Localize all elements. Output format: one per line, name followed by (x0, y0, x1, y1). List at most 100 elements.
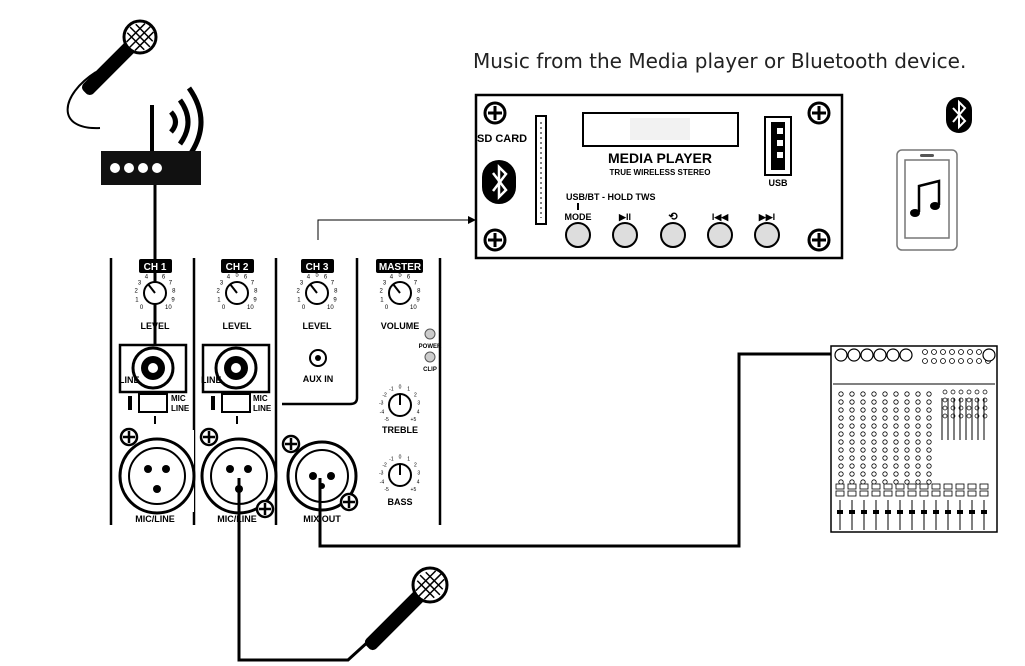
eq-scale-mark: +5 (411, 417, 417, 423)
knob-scale-mark: 7 (169, 280, 173, 286)
power-led-label: POWER (419, 344, 442, 350)
knob-scale-mark: 7 (331, 280, 335, 286)
eq-scale-mark: 3 (417, 401, 420, 407)
bass-knob[interactable] (388, 463, 412, 487)
eq-scale-mark: -1 (389, 457, 394, 463)
knob-scale-mark: 9 (416, 297, 420, 303)
knob-scale-mark: 0 (302, 305, 306, 311)
svg-text:▶II: ▶II (618, 212, 631, 222)
smartphone-icon (896, 149, 958, 251)
caption: Music from the Media player or Bluetooth… (473, 49, 966, 73)
mixer-panel: CH 1 CH 2 CH 3 MASTER (109, 258, 442, 525)
knob-scale-mark: 7 (251, 280, 255, 286)
eq-scale-mark: 2 (414, 392, 417, 398)
ch2-switch-line-label: LINE (253, 404, 272, 413)
screw-icon (119, 427, 139, 447)
master-volume-label: VOLUME (381, 321, 420, 331)
knob-scale-mark: 8 (417, 289, 421, 295)
ch1-mic-line-switch[interactable] (128, 393, 168, 424)
knob-scale-mark: 2 (297, 289, 301, 295)
knob-scale-mark: 1 (297, 297, 301, 303)
screw-icon (483, 228, 507, 252)
ch1-switch-line-label: LINE (171, 404, 190, 413)
ch1-line-label: LINE (119, 375, 140, 385)
eq-scale-mark: -4 (380, 479, 385, 485)
knob-scale-mark: 9 (253, 297, 257, 303)
eq-scale-mark: 4 (417, 409, 420, 415)
eq-scale-mark: -4 (380, 409, 385, 415)
svg-text:CH 3: CH 3 (306, 262, 329, 273)
svg-text:CH 1: CH 1 (144, 262, 167, 273)
ch1-xlr-label: MIC/LINE (135, 514, 175, 524)
play-pause-button[interactable]: ▶II (612, 212, 638, 248)
knob-scale-mark: 0 (222, 305, 226, 311)
knob-scale-mark: 8 (172, 289, 176, 295)
ch2-level-knob[interactable] (225, 281, 249, 305)
svg-text:▶▶I: ▶▶I (758, 212, 775, 222)
aux-in-label: AUX IN (303, 374, 334, 384)
media-player-title: MEDIA PLAYER (608, 150, 712, 166)
ch2-mic-line-switch[interactable] (211, 393, 251, 424)
eq-scale-mark: 4 (417, 479, 420, 485)
knob-scale-mark: 2 (135, 289, 139, 295)
svg-text:MASTER: MASTER (379, 262, 422, 273)
screw-icon (199, 427, 219, 447)
repeat-button[interactable]: ⟲ (660, 211, 686, 248)
previous-button[interactable]: I◀◀ (707, 212, 733, 248)
svg-text:MODE: MODE (565, 212, 592, 222)
mix-out-label: MIX OUT (303, 514, 341, 524)
knob-scale-mark: 2 (380, 289, 384, 295)
usb-port (764, 116, 792, 176)
screw-icon (339, 492, 359, 512)
sd-card-label: SD CARD (477, 133, 527, 145)
screw-icon (281, 434, 301, 454)
knob-scale-mark: 5 (398, 273, 402, 279)
ch2-level-label: LEVEL (222, 321, 252, 331)
mix-out-xlr[interactable] (286, 440, 358, 512)
treble-label: TREBLE (382, 425, 418, 435)
knob-scale-mark: 0 (140, 305, 144, 311)
knob-scale-mark: 2 (217, 289, 221, 295)
ch2-xlr-input[interactable] (200, 437, 278, 515)
music-note-icon (910, 179, 941, 217)
eq-scale-mark: +5 (411, 487, 417, 493)
knob-scale-mark: 3 (383, 280, 387, 286)
ch2-xlr-label: MIC/LINE (217, 514, 257, 524)
ch1-line-jack[interactable] (118, 343, 188, 394)
knob-scale-mark: 5 (315, 273, 319, 279)
clip-led-label: CLIP (423, 367, 437, 373)
master-volume-knob[interactable] (388, 281, 412, 305)
eq-scale-mark: -5 (384, 417, 389, 423)
ch3-level-knob[interactable] (305, 281, 329, 305)
ch3-aux-in-jack[interactable] (309, 349, 327, 367)
eq-scale-mark: -2 (382, 462, 387, 468)
media-player-module: SD CARD MEDIA PLAYER TRUE WIRELESS STERE… (474, 93, 844, 260)
eq-scale-mark: -2 (382, 392, 387, 398)
knob-scale-mark: 4 (145, 275, 149, 281)
knob-scale-mark: 5 (235, 273, 239, 279)
ch2-mic-label: MIC (253, 394, 268, 403)
knob-scale-mark: 3 (138, 280, 142, 286)
knob-scale-mark: 4 (307, 275, 311, 281)
bluetooth-icon (482, 160, 516, 204)
eq-scale-mark: 1 (407, 387, 410, 393)
treble-knob[interactable] (388, 393, 412, 417)
svg-text:I◀◀: I◀◀ (712, 212, 729, 222)
wireless-receiver-icon (101, 86, 204, 185)
next-button[interactable]: ▶▶I (754, 212, 780, 248)
external-mixer-icon (830, 345, 998, 533)
knob-scale-mark: 10 (247, 305, 254, 311)
ch2-line-label: LINE (201, 375, 222, 385)
svg-text:⟲: ⟲ (668, 211, 678, 223)
knob-scale-mark: 8 (334, 289, 338, 295)
mode-button[interactable]: MODE (565, 212, 592, 248)
knob-scale-mark: 0 (385, 305, 389, 311)
eq-scale-mark: 0 (399, 455, 402, 461)
ch2-line-jack[interactable] (201, 343, 271, 394)
eq-scale-mark: -3 (379, 471, 384, 477)
ch1-mic-label: MIC (171, 394, 186, 403)
cable-ch2-to-mic (237, 478, 372, 662)
hold-tws-label: USB/BT - HOLD TWS (566, 192, 656, 202)
ch1-level-knob[interactable] (143, 281, 167, 305)
cable-mixout-to-external-mixer (318, 352, 835, 548)
